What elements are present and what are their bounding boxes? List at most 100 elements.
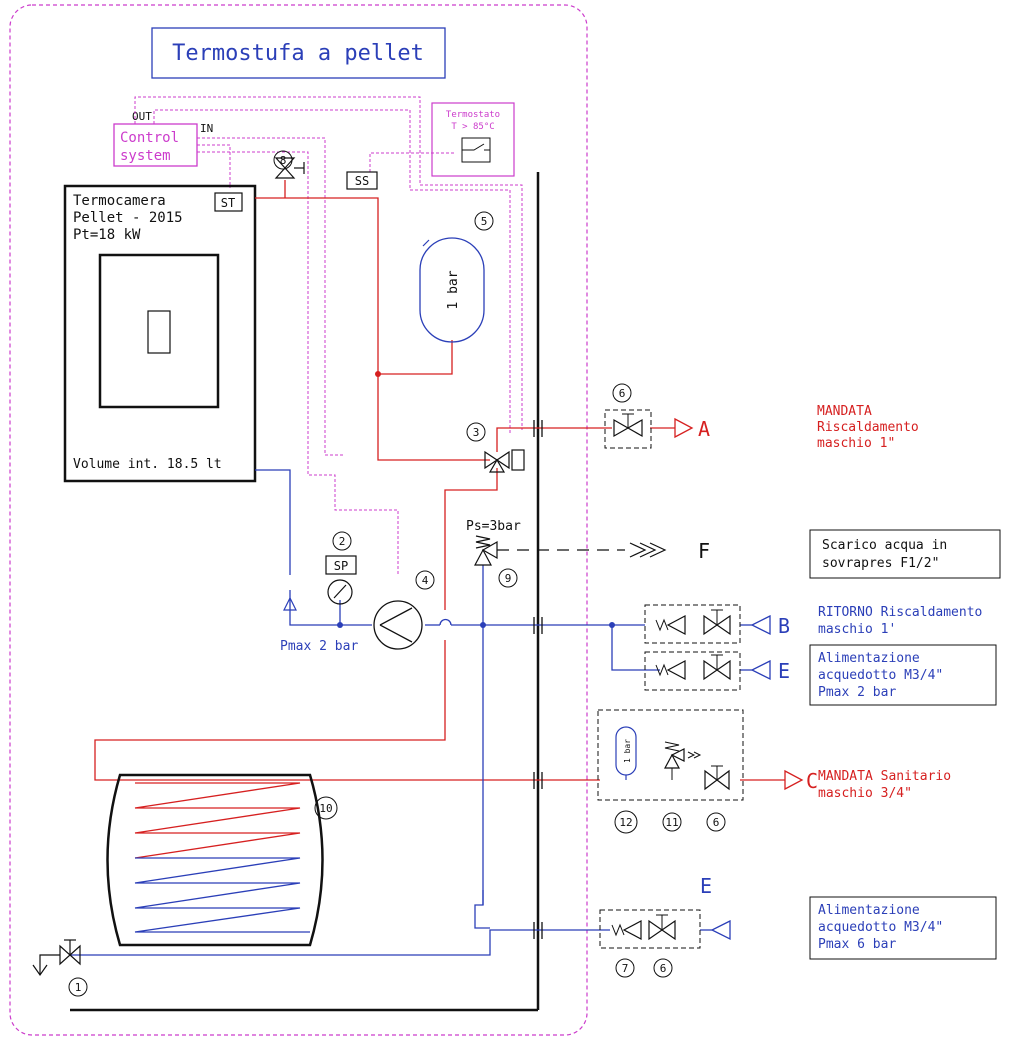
circulation-pump: [373, 600, 423, 650]
port-b-label: B: [778, 614, 790, 638]
chamber-window: [147, 310, 171, 354]
port-b-arrow-icon: [750, 614, 771, 636]
check-valve-b-icon: [666, 615, 686, 635]
valve-group-c: 1 bar: [597, 709, 804, 801]
legend-f: Scarico acqua in sovrapres F1/2": [822, 538, 947, 571]
sp-sensor-box: [325, 555, 357, 575]
label-n1: 1: [75, 981, 82, 994]
thermostat-line1: Termostato: [446, 110, 500, 120]
chamber-volume: Volume int. 18.5 lt: [73, 457, 222, 472]
control-wiring: [134, 96, 523, 575]
pump-icon: [373, 600, 423, 650]
legend-e1: Alimentazione acquedotto M3/4" Pmax 2 ba…: [818, 651, 943, 700]
port-c-label: C: [806, 769, 818, 793]
port-e1-label: E: [778, 659, 790, 683]
st-sensor-label: ST: [221, 196, 235, 210]
dhw-cylinder: [106, 773, 324, 947]
legend-b-line2: maschio 1': [818, 622, 896, 637]
chamber-door: [98, 253, 220, 409]
cylinder-body: [106, 773, 324, 947]
port-a-arrow-icon: [674, 417, 694, 439]
legend-e2-box: [809, 896, 997, 960]
chamber-line3: Pt=18 kW: [73, 227, 141, 243]
label-n2: 2: [339, 535, 346, 548]
valve-e2-icon: [648, 919, 676, 941]
legend-f-line1: Scarico acqua in: [822, 538, 947, 553]
control-line2: system: [120, 148, 171, 164]
safety-pressure-label: Ps=3bar: [466, 519, 521, 534]
air-vent-arrow-icon: [283, 596, 297, 611]
wall-crossings: [533, 420, 543, 939]
legend-a-line2: Riscaldamento: [817, 420, 919, 435]
vessel-pressure: 1 bar: [446, 270, 461, 309]
legend-b-line1: RITORNO Riscaldamento: [818, 605, 982, 620]
small-vessel-pressure: 1 bar: [623, 739, 632, 763]
three-way-valve-icon: [484, 449, 525, 473]
chamber-line2: Pellet - 2015: [73, 210, 183, 226]
red-flow-pipes: [94, 180, 785, 781]
legend-a-line3: maschio 1": [817, 436, 895, 451]
coil-red: [134, 782, 301, 859]
drain-valve-icon: [32, 939, 81, 977]
label-n6c: 6: [660, 962, 667, 975]
chamber-outline: [63, 184, 257, 483]
vessel-body: [419, 237, 485, 343]
label-n7: 7: [622, 962, 629, 975]
label-n4: 4: [422, 574, 429, 587]
gauge-icon: [327, 579, 353, 605]
valve-e1-icon: [703, 659, 731, 681]
label-n10: 10: [319, 802, 332, 815]
legend-c-line2: maschio 3/4": [818, 786, 912, 801]
label-n6b: 6: [713, 816, 720, 829]
legend-f-box: [809, 529, 1001, 579]
label-n12: 12: [619, 816, 632, 829]
combustion-chamber: Termocamera Pellet - 2015 Pt=18 kW ST Vo…: [63, 184, 257, 483]
label-n6a: 6: [619, 387, 626, 400]
control-out-label: OUT: [132, 110, 152, 123]
control-in-label: IN: [200, 122, 213, 135]
pressure-gauge: SP: [325, 555, 357, 605]
title-box: [151, 27, 446, 79]
legend-b: RITORNO Riscaldamento maschio 1': [818, 605, 982, 637]
legend-c-line1: MANDATA Sanitario: [818, 769, 951, 784]
legend-e1-line2: acquedotto M3/4": [818, 668, 943, 683]
label-n11: 11: [665, 816, 678, 829]
port-f-label: F: [698, 539, 710, 563]
stove-boundary: [9, 4, 588, 1036]
st-sensor-box: [214, 192, 243, 212]
port-a-label: A: [698, 417, 710, 441]
label-n5: 5: [481, 215, 488, 228]
port-e2-arrow-icon: [710, 919, 731, 941]
legend-e1-box: [809, 644, 997, 706]
thermostat-line2: T > 85°C: [451, 122, 494, 132]
label-n8: 8: [280, 154, 287, 167]
ss-sensor-label: SS: [355, 174, 369, 188]
safety-thermostat: Termostato T > 85°C: [431, 102, 515, 177]
check-valve-e1-icon: [666, 660, 686, 680]
port-c-arrow-icon: [784, 769, 804, 791]
legend-e2-line1: Alimentazione: [818, 903, 920, 918]
component-numbers: [68, 150, 726, 997]
control-line1: Control: [120, 130, 179, 146]
blue-return-pipes: [70, 469, 752, 956]
legend-f-line2: sovrapres F1/2": [822, 556, 939, 571]
valve-group-e1: [644, 651, 771, 691]
air-vent-valve-icon: [274, 157, 305, 179]
page-title: Termostufa a pellet: [172, 41, 424, 66]
control-system: OUT IN Control system: [113, 110, 213, 167]
valve-group-e2: [599, 909, 731, 949]
legend-e1-line1: Alimentazione: [818, 651, 920, 666]
valve-c-icon: [704, 769, 730, 791]
valve-group-b: [644, 604, 771, 644]
drain-arrows-icon: [629, 542, 667, 558]
thermostat-box: [431, 102, 515, 177]
pmax-label: Pmax 2 bar: [280, 639, 358, 654]
legend-a: MANDATA Riscaldamento maschio 1": [817, 404, 919, 451]
expansion-vessel: 1 bar: [419, 237, 485, 343]
port-e1-arrow-icon: [750, 659, 771, 681]
legend-c: MANDATA Sanitario maschio 3/4": [818, 769, 951, 801]
valve-b-icon: [703, 614, 731, 636]
legend-e2: Alimentazione acquedotto M3/4" Pmax 6 ba…: [818, 903, 943, 952]
safety-valve-icon: [474, 535, 498, 566]
